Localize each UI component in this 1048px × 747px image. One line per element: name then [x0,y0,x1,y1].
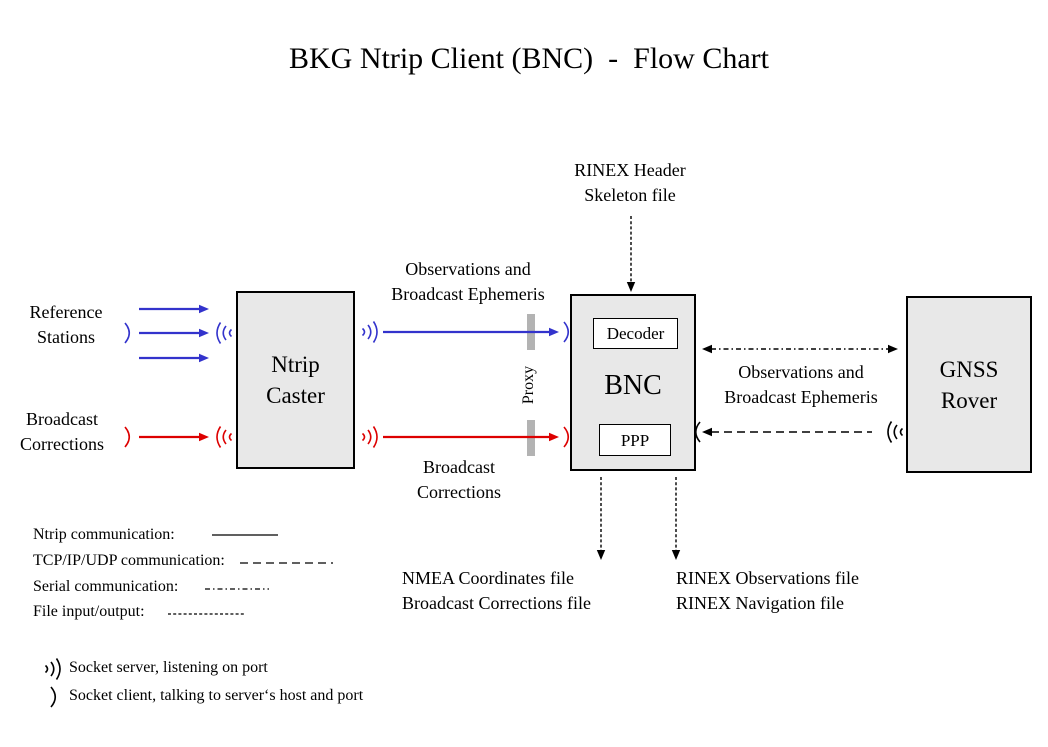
legend-tcp-communication: TCP/IP/UDP communication: [33,552,225,569]
socket-server-icon [216,321,233,345]
reference-stations-label: Reference Stations [29,302,103,347]
legend-socket-client: Socket client, talking to server‘s host … [69,687,364,704]
ntrip-caster-label-line1: Ntrip [271,352,320,377]
gnss-rover-label-line2: Rover [940,387,998,413]
broadcast-corrections-left-label: Broadcast Corrections [20,409,104,454]
file-io-arrows [600,216,677,551]
socket-server-icon [44,657,61,681]
node-ppp: PPP [599,424,671,456]
node-ntrip-caster: Ntrip Caster [236,291,355,469]
rinex-files-label: RINEX Observations file RINEX Navigation… [676,568,859,613]
bnc-label: BNC [604,370,662,401]
rinex-header-skeleton-label: RINEX Header Skeleton file [574,160,686,205]
node-decoder: Decoder [593,318,678,349]
socket-server-icon [216,425,233,449]
socket-server-icon [887,420,904,444]
decoder-label: Decoder [606,324,665,343]
socket-client-icon [50,686,57,708]
node-gnss-rover: GNSS Rover [906,296,1032,473]
node-bnc: Decoder BNC PPP [570,294,696,471]
page-title: BKG Ntrip Client (BNC) - Flow Chart [289,42,769,75]
observations-ephemeris-right-label: Observations and Broadcast Ephemeris [724,362,878,407]
legend-file-io: File input/output: [33,603,145,620]
legend-ntrip-communication: Ntrip communication: [33,526,175,543]
socket-client-icon [563,321,570,343]
ntrip-caster-label-line2: Caster [266,383,325,408]
socket-server-icon [361,320,378,344]
socket-client-icon [694,421,701,443]
socket-client-icon [563,426,570,448]
reference-station-arrows [139,307,550,439]
gnss-rover-label-line1: GNSS [939,356,999,382]
ppp-label: PPP [620,430,650,450]
proxy-label: Proxy [520,365,537,405]
broadcast-corrections-mid-label: Broadcast Corrections [417,457,501,502]
socket-client-icon [124,426,131,448]
legend-serial-communication: Serial communication: [33,578,179,595]
nmea-files-label: NMEA Coordinates file Broadcast Correcti… [402,568,591,613]
socket-server-icon [361,425,378,449]
observations-ephemeris-top-label: Observations and Broadcast Ephemeris [391,259,545,304]
legend-socket-server: Socket server, listening on port [69,659,268,676]
